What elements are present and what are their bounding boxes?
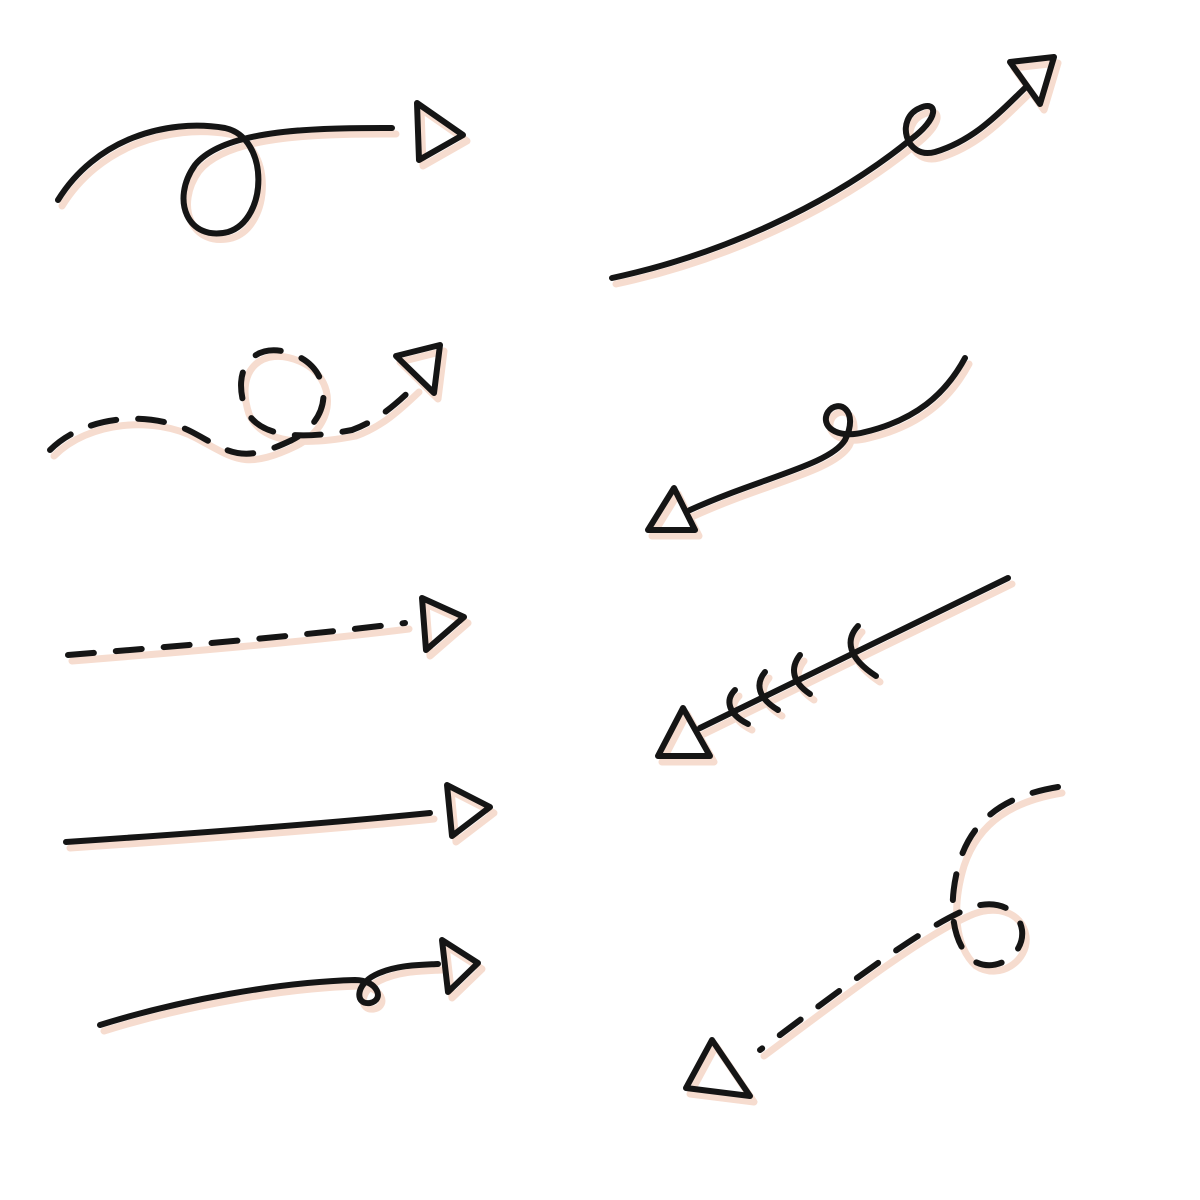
dashed-arrow-right <box>65 595 467 658</box>
feather-4 <box>726 687 751 727</box>
dashed-curly-shaft <box>757 784 1061 1053</box>
dashed-straight-head-shadow <box>422 600 472 660</box>
straight-head <box>444 782 493 839</box>
dashed-curly-shaft-shadow <box>760 789 1066 1060</box>
feathered-head <box>655 705 713 759</box>
dashed-straight-shaft-shadow <box>68 625 413 665</box>
straight-shaft <box>63 810 433 845</box>
curly-arrow-up-right <box>609 54 1057 281</box>
curly-arrow-down-left <box>645 355 968 533</box>
straight-arrow-right-shadow <box>66 787 498 852</box>
dashed-loop-arrow-right <box>47 342 443 457</box>
curly-arrow-head <box>1007 54 1057 107</box>
curly-arrow-shaft <box>609 85 1028 281</box>
straight-shaft-shadow <box>66 815 438 852</box>
dashed-loop-arrow-shaft <box>47 347 418 457</box>
dashed-straight-head <box>419 595 467 653</box>
feathered-arrow-down-left <box>655 575 1011 759</box>
loop-arrow-shaft <box>55 122 395 237</box>
dashed-curly-head <box>683 1037 753 1099</box>
straight-head-shadow <box>447 787 498 846</box>
curly-down-left-shaft-shadow <box>690 360 973 520</box>
feather-1 <box>847 623 879 679</box>
feather-2 <box>791 652 813 697</box>
dashed-loop-arrow-head <box>393 342 443 396</box>
straight-arrow-right <box>63 782 493 845</box>
loop-arrow-right <box>55 100 466 237</box>
small-curl-shaft-shadow <box>100 966 446 1035</box>
dashed-arrow-right-shadow <box>68 600 472 665</box>
loop-arrow-head <box>414 100 466 163</box>
dashed-curly-arrow-down-left <box>683 784 1061 1099</box>
feather-3 <box>756 669 781 713</box>
dashed-loop-arrow-shaft-shadow <box>50 352 423 464</box>
curly-down-left-shaft <box>687 355 968 513</box>
small-curl-arrow-right <box>97 937 481 1028</box>
dashed-straight-shaft <box>65 620 408 658</box>
small-curl-head <box>439 937 481 995</box>
curly-down-left-head <box>645 485 698 533</box>
small-curl-shaft <box>97 961 441 1028</box>
